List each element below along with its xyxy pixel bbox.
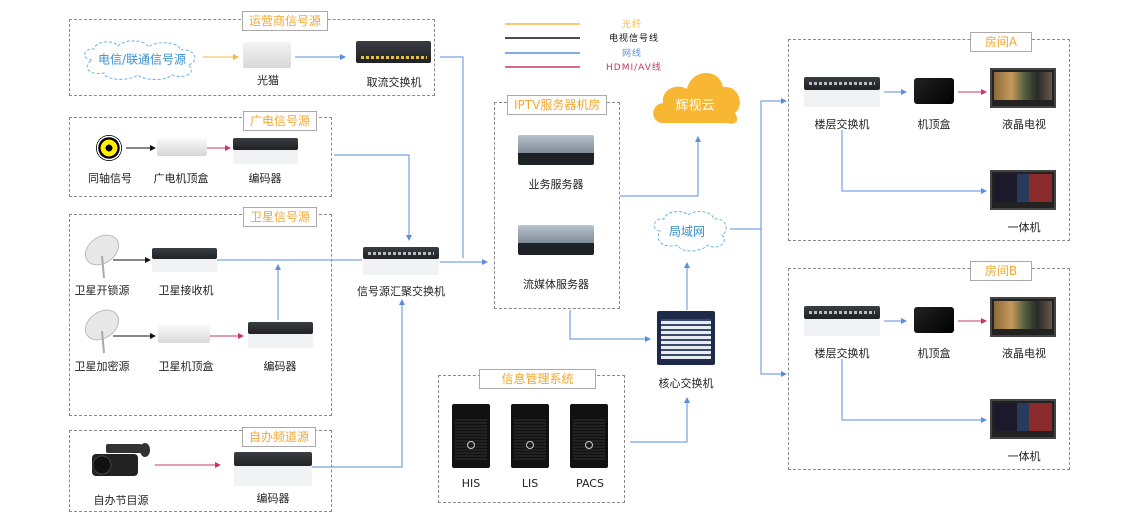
core-switch-icon <box>657 311 715 365</box>
cable-group: 广电信号源 <box>69 111 332 197</box>
huishi-cloud-label: 辉视云 <box>675 98 715 114</box>
room-a-tv-label: 液晶电视 <box>1002 118 1046 131</box>
satellite-encoder-icon <box>248 322 313 348</box>
stream-switch-label: 取流交换机 <box>366 76 422 89</box>
room-b-floor-switch-label: 楼层交换机 <box>814 347 870 360</box>
business-server-icon <box>518 135 594 165</box>
legend-label-tv: 电视信号线 <box>609 34 660 44</box>
streaming-server-icon <box>518 225 594 255</box>
camera-icon <box>92 443 150 476</box>
info-system-group: 信息管理系统 <box>438 369 625 503</box>
group-title: 房间A <box>970 32 1032 52</box>
self-encoder-label: 编码器 <box>256 492 290 505</box>
legend-label-net: 网线 <box>622 49 643 59</box>
self-channel-group: 自办频道源 <box>69 427 332 512</box>
telecom-source-label: 电信/联通信号源 <box>97 52 187 67</box>
room-a-aio-label: 一体机 <box>1007 221 1041 234</box>
self-encoder-icon <box>234 452 312 486</box>
coax-icon <box>96 135 122 161</box>
group-title: 卫星信号源 <box>243 207 318 227</box>
room-a-aio-icon <box>990 170 1056 210</box>
satellite-dish-icon <box>84 309 120 354</box>
room-b-aio-label: 一体机 <box>1007 450 1041 463</box>
dish-enc-label: 卫星加密源 <box>74 360 130 373</box>
satellite-encoder-label: 编码器 <box>263 360 297 373</box>
cable-encoder-icon <box>233 138 298 164</box>
optical-modem-icon <box>243 42 291 68</box>
satellite-stb-icon <box>158 325 210 343</box>
dish-open-label: 卫星开锁源 <box>74 284 130 297</box>
huishi-cloud-icon <box>653 72 740 124</box>
group-title: 自办频道源 <box>242 427 317 447</box>
cable-encoder-label: 编码器 <box>248 172 282 185</box>
group-title: IPTV服务器机房 <box>507 95 608 115</box>
operator-group: 运营商信号源 <box>69 11 435 96</box>
his-pc-icon <box>452 404 490 468</box>
group-title: 运营商信号源 <box>242 11 329 31</box>
telecom-cloud-icon <box>84 40 196 80</box>
his-label: HIS <box>461 477 481 490</box>
cable-stb-icon <box>157 138 207 156</box>
room-b-floor-switch-icon <box>804 306 880 336</box>
business-server-label: 业务服务器 <box>528 178 584 191</box>
stream-switch-icon <box>356 41 431 63</box>
room-a-tv-icon <box>990 68 1056 108</box>
room-b-tv-icon <box>990 297 1056 337</box>
room-b-stb-icon <box>914 307 954 333</box>
aggregation-switch-icon <box>363 247 439 275</box>
lis-pc-icon <box>511 404 549 468</box>
satellite-group: 卫星信号源 <box>69 207 332 416</box>
pacs-pc-icon <box>570 404 608 468</box>
iptv-group: IPTV服务器机房 <box>494 95 620 309</box>
satellite-receiver-label: 卫星接收机 <box>158 284 214 297</box>
room-a-stb-label: 机顶盒 <box>917 118 951 131</box>
satellite-receiver-icon <box>152 248 217 272</box>
legend-label-hdmi: HDMI/AV线 <box>606 63 662 73</box>
room-a-floor-switch-label: 楼层交换机 <box>814 118 870 131</box>
room-b-aio-icon <box>990 399 1056 439</box>
lan-cloud-icon <box>653 211 727 252</box>
legend-label-fiber: 光纤 <box>622 20 643 30</box>
optical-modem-label: 光猫 <box>257 74 279 87</box>
room-b-group: 房间B <box>788 261 1070 470</box>
satellite-stb-label: 卫星机顶盒 <box>158 360 214 373</box>
group-title: 房间B <box>970 261 1032 281</box>
lan-label: 局域网 <box>668 224 706 239</box>
pacs-label: PACS <box>576 477 604 490</box>
aggregation-switch-label: 信号源汇聚交换机 <box>357 285 445 298</box>
room-b-tv-label: 液晶电视 <box>1002 347 1046 360</box>
room-b-stb-label: 机顶盒 <box>917 347 951 360</box>
satellite-dish-icon <box>84 234 120 279</box>
camera-label: 自办节目源 <box>93 494 149 507</box>
streaming-server-label: 流媒体服务器 <box>523 278 589 291</box>
room-a-group: 房间A <box>788 32 1070 241</box>
group-title: 广电信号源 <box>243 111 318 131</box>
lis-label: LIS <box>521 477 539 490</box>
room-a-stb-icon <box>914 78 954 104</box>
cable-stb-label: 广电机顶盒 <box>153 172 209 185</box>
coax-label: 同轴信号 <box>88 172 132 185</box>
core-switch-label: 核心交换机 <box>658 377 714 390</box>
group-title: 信息管理系统 <box>479 369 596 389</box>
room-a-floor-switch-icon <box>804 77 880 107</box>
